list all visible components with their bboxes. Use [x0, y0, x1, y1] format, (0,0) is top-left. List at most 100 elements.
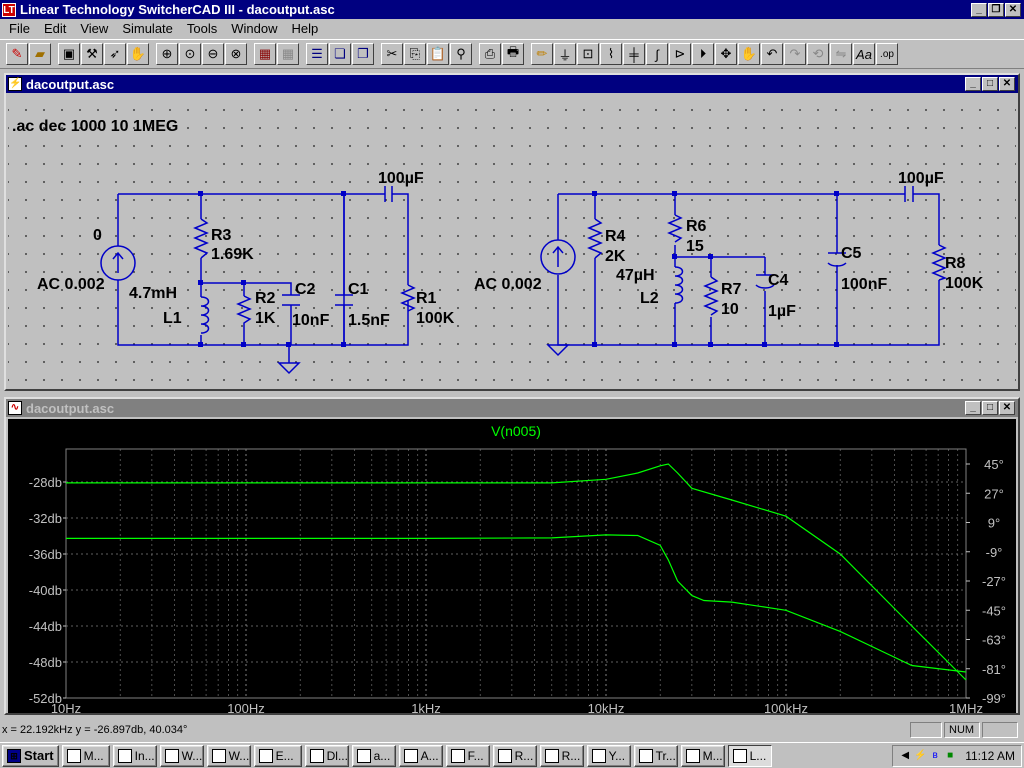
c1-value-label[interactable]: 1.5nF — [348, 312, 390, 329]
rotate-icon[interactable]: ⟲ — [807, 43, 829, 65]
clock[interactable]: 11:12 AM — [965, 749, 1015, 763]
r7-name-label[interactable]: R7 — [721, 281, 742, 298]
print-preview-icon[interactable]: ⎙ — [479, 43, 501, 65]
grid-icon[interactable]: ▦ — [277, 43, 299, 65]
c2-name-label[interactable]: C2 — [295, 281, 316, 298]
schematic-minimize-button[interactable]: _ — [965, 77, 981, 91]
spice-directive-icon[interactable]: .op — [876, 43, 898, 65]
cut-icon[interactable]: ✂ — [381, 43, 403, 65]
tile-vertical-icon[interactable]: ❏ — [329, 43, 351, 65]
taskbar-task-3[interactable]: W... — [206, 744, 251, 767]
paste-icon[interactable]: 📋 — [427, 43, 449, 65]
tile-horizontal-icon[interactable]: ☰ — [306, 43, 328, 65]
v1-value-label[interactable]: 0 — [93, 227, 102, 244]
c4-name-label[interactable]: C4 — [768, 272, 789, 289]
diode-icon[interactable]: ⊳ — [669, 43, 691, 65]
c5-name-label[interactable]: C5 — [841, 245, 862, 262]
zoom-in-icon[interactable]: ⊕ — [156, 43, 178, 65]
zoom-pan-icon[interactable]: ⊙ — [179, 43, 201, 65]
ground-icon[interactable]: ⏚ — [554, 43, 576, 65]
r8-value-label[interactable]: 100K — [945, 275, 984, 292]
schematic-window-title-bar[interactable]: ⚡ dacoutput.asc _ □ ✕ — [6, 75, 1018, 93]
l2-name-label[interactable]: L2 — [640, 290, 659, 307]
security-icon[interactable]: ■ — [947, 750, 954, 761]
c2-value-label[interactable]: 10nF — [292, 312, 330, 329]
taskbar-task-1[interactable]: In... — [112, 744, 157, 767]
r4-value-label[interactable]: 2K — [605, 248, 626, 265]
schematic-close-button[interactable]: ✕ — [999, 77, 1015, 91]
find-icon[interactable]: ⚲ — [450, 43, 472, 65]
network-icon[interactable]: ⚡ — [914, 750, 927, 761]
schematic-maximize-button[interactable]: □ — [982, 77, 998, 91]
taskbar-task-9[interactable]: R... — [492, 744, 537, 767]
save-icon[interactable]: ▣ — [58, 43, 80, 65]
taskbar-task-4[interactable]: E... — [253, 744, 302, 767]
taskbar-task-5[interactable]: Dl... — [304, 744, 349, 767]
r8-name-label[interactable]: R8 — [945, 255, 966, 272]
c5-value-label[interactable]: 100nF — [841, 276, 887, 293]
v1-ac-label[interactable]: AC 0.002 — [37, 276, 105, 293]
mirror-icon[interactable]: ⇋ — [830, 43, 852, 65]
spice-directive[interactable]: .ac dec 1000 10 1MEG — [12, 118, 178, 135]
cascade-icon[interactable]: ❐ — [352, 43, 374, 65]
r6-value-label[interactable]: 15 — [686, 238, 704, 255]
bluetooth-icon[interactable]: ʙ — [932, 750, 938, 761]
r6-name-label[interactable]: R6 — [686, 218, 707, 235]
menu-help[interactable]: Help — [291, 21, 319, 36]
taskbar-task-12[interactable]: Tr... — [633, 744, 678, 767]
menu-simulate[interactable]: Simulate — [122, 21, 173, 36]
taskbar-task-7[interactable]: A... — [398, 744, 443, 767]
taskbar-task-0[interactable]: M... — [61, 744, 110, 767]
redo-icon[interactable]: ↷ — [784, 43, 806, 65]
restore-button[interactable]: ❐ — [988, 2, 1004, 17]
resistor-icon[interactable]: ⌇ — [600, 43, 622, 65]
r1-value-label[interactable]: 100K — [416, 310, 455, 327]
taskbar-task-6[interactable]: a... — [351, 744, 396, 767]
minimize-button[interactable]: _ — [971, 2, 987, 17]
component-icon[interactable]: ⏵ — [692, 43, 714, 65]
cap-100uf-right-label[interactable]: 100µF — [898, 170, 944, 187]
move-icon[interactable]: ✥ — [715, 43, 737, 65]
capacitor-icon[interactable]: ╪ — [623, 43, 645, 65]
c1-name-label[interactable]: C1 — [348, 281, 369, 298]
c4-value-label[interactable]: 1µF — [768, 303, 796, 320]
taskbar-task-14[interactable]: L... — [727, 744, 772, 767]
taskbar-task-2[interactable]: W... — [159, 744, 204, 767]
drag-icon[interactable]: ✋ — [738, 43, 760, 65]
r2-value-label[interactable]: 1K — [255, 310, 276, 327]
r1-name-label[interactable]: R1 — [416, 290, 437, 307]
volume-icon[interactable]: ◀ — [901, 750, 910, 761]
close-button[interactable]: ✕ — [1005, 2, 1021, 17]
r7-value-label[interactable]: 10 — [721, 301, 739, 318]
r2-name-label[interactable]: R2 — [255, 290, 276, 307]
waveform-maximize-button[interactable]: □ — [982, 401, 998, 415]
taskbar-task-10[interactable]: R... — [539, 744, 584, 767]
waveform-minimize-button[interactable]: _ — [965, 401, 981, 415]
open-icon[interactable]: ▰ — [29, 43, 51, 65]
schematic-canvas[interactable]: .ac dec 1000 10 1MEG 0 AC 0.002 R3 1.69K… — [8, 95, 1016, 387]
menu-file[interactable]: File — [9, 21, 30, 36]
trace-name-label[interactable]: V(n005) — [491, 423, 541, 439]
inductor-icon[interactable]: ∫ — [646, 43, 668, 65]
wire-icon[interactable]: ✏ — [531, 43, 553, 65]
r3-name-label[interactable]: R3 — [211, 227, 232, 244]
waveform-close-button[interactable]: ✕ — [999, 401, 1015, 415]
menu-window[interactable]: Window — [231, 21, 278, 36]
taskbar-task-8[interactable]: F... — [445, 744, 490, 767]
waveform-window-title-bar[interactable]: ∿ dacoutput.asc _ □ ✕ — [6, 399, 1018, 417]
control-panel-icon[interactable]: ⚒ — [81, 43, 103, 65]
l1-value-label[interactable]: 4.7mH — [129, 285, 177, 302]
label-icon[interactable]: ⊡ — [577, 43, 599, 65]
text-icon[interactable]: Aa — [853, 43, 875, 65]
cap-100uf-left-label[interactable]: 100µF — [378, 170, 424, 187]
run-icon[interactable]: ➶ — [104, 43, 126, 65]
print-icon[interactable]: 🖶 — [502, 43, 524, 65]
autorange-icon[interactable]: ▦ — [254, 43, 276, 65]
l1-name-label[interactable]: L1 — [163, 310, 182, 327]
r3-value-label[interactable]: 1.69K — [211, 246, 254, 263]
taskbar-task-11[interactable]: Y... — [586, 744, 631, 767]
menu-edit[interactable]: Edit — [43, 21, 67, 36]
start-button[interactable]: ⊞ Start — [2, 744, 59, 767]
